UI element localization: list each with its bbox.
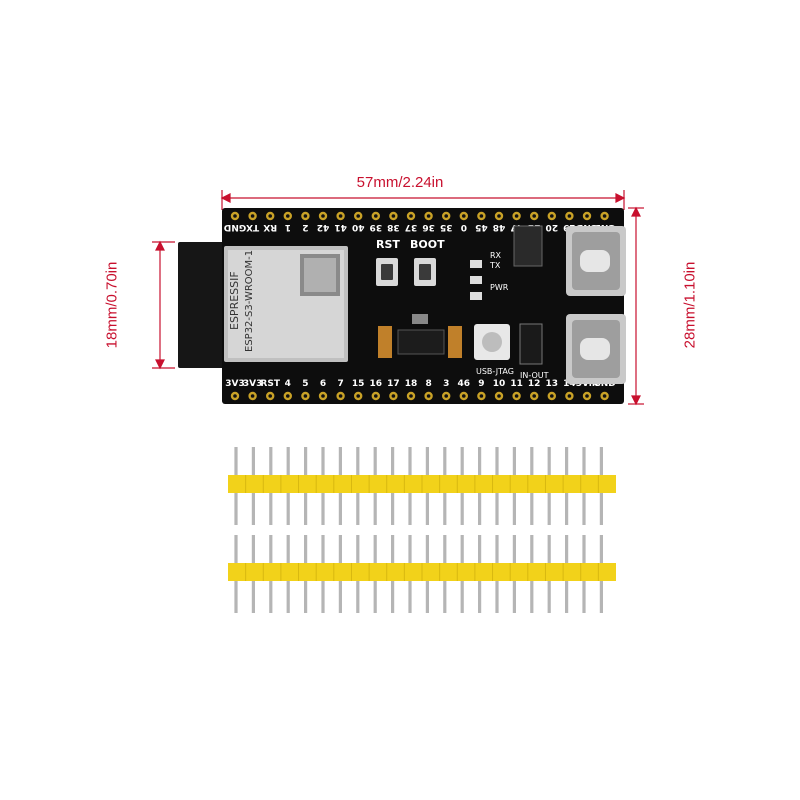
bottom-pin-label: 18 <box>405 379 418 389</box>
pin-header-strip-2 <box>228 535 616 613</box>
smd-components <box>378 225 543 365</box>
top-pin-label: TX <box>246 222 259 232</box>
bottom-pin-label: 5 <box>302 379 308 389</box>
top-pin-label: 48 <box>493 222 506 232</box>
top-pin-label: 39 <box>370 222 383 232</box>
bottom-pin-label: 4 <box>285 379 291 389</box>
bottom-pin-label: RST <box>260 379 280 389</box>
bottom-pin-label: 3 <box>443 379 449 389</box>
wifi-module: ESPRESSIF ESP32-S3-WROOM-1 <box>224 246 348 362</box>
top-pin-label: 36 <box>422 222 435 232</box>
rst-label: RST <box>376 238 400 251</box>
bottom-pin-label: 9 <box>478 379 484 389</box>
top-pin-label: 41 <box>334 222 347 232</box>
bottom-pin-label: 12 <box>528 379 541 389</box>
pin-header-strip-1 <box>228 447 616 525</box>
bottom-pin-label: 11 <box>510 379 523 389</box>
dimension-lines <box>152 190 644 406</box>
top-pin-label: 1 <box>285 222 291 232</box>
module-model: ESP32-S3-WROOM-1 <box>244 250 255 352</box>
bottom-pin-label: 10 <box>493 379 506 389</box>
bottom-pin-label: 17 <box>387 379 400 389</box>
bottom-pin-label: 6 <box>320 379 326 389</box>
bottom-pin-label: 3V3 <box>225 379 245 389</box>
led-pwr-label: PWR <box>490 283 509 292</box>
bottom-pin-label: 46 <box>458 379 471 389</box>
dimension-width-label: 57mm/2.24in <box>356 174 444 191</box>
top-pin-label: 35 <box>440 222 453 232</box>
usb-jtag-label: USB-JTAG <box>476 367 514 376</box>
rst-button <box>376 258 398 286</box>
top-pin-label: 40 <box>352 222 365 232</box>
boot-button <box>414 258 436 286</box>
top-pin-label: 42 <box>317 222 330 232</box>
top-pin-label: GND <box>224 222 246 232</box>
bottom-pin-label: 8 <box>425 379 431 389</box>
top-pin-label: 38 <box>387 222 400 232</box>
top-pin-label: 37 <box>405 222 418 232</box>
bottom-pin-label: 13 <box>546 379 559 389</box>
top-pin-label: 45 <box>475 222 488 232</box>
led-rx-label: RX <box>490 251 502 260</box>
bottom-pin-label: 15 <box>352 379 365 389</box>
usb-c-port-top <box>566 226 626 296</box>
bottom-pin-label: 14 <box>563 379 576 389</box>
usb-c-port-bottom <box>566 314 626 384</box>
top-pin-label: 2 <box>302 222 308 232</box>
module-antenna-area <box>178 242 228 368</box>
bottom-pin-label: 16 <box>370 379 383 389</box>
boot-label: BOOT <box>410 238 445 251</box>
in-out-label: IN-OUT <box>520 371 549 380</box>
bottom-pin-label: 7 <box>337 379 343 389</box>
top-pin-label: RX <box>263 222 277 232</box>
led-tx-label: TX <box>489 261 501 270</box>
top-pin-label: 20 <box>546 222 559 232</box>
top-pin-label: 0 <box>461 222 467 232</box>
bottom-pin-label: 3V3 <box>243 379 263 389</box>
module-brand: ESPRESSIF <box>228 271 241 330</box>
